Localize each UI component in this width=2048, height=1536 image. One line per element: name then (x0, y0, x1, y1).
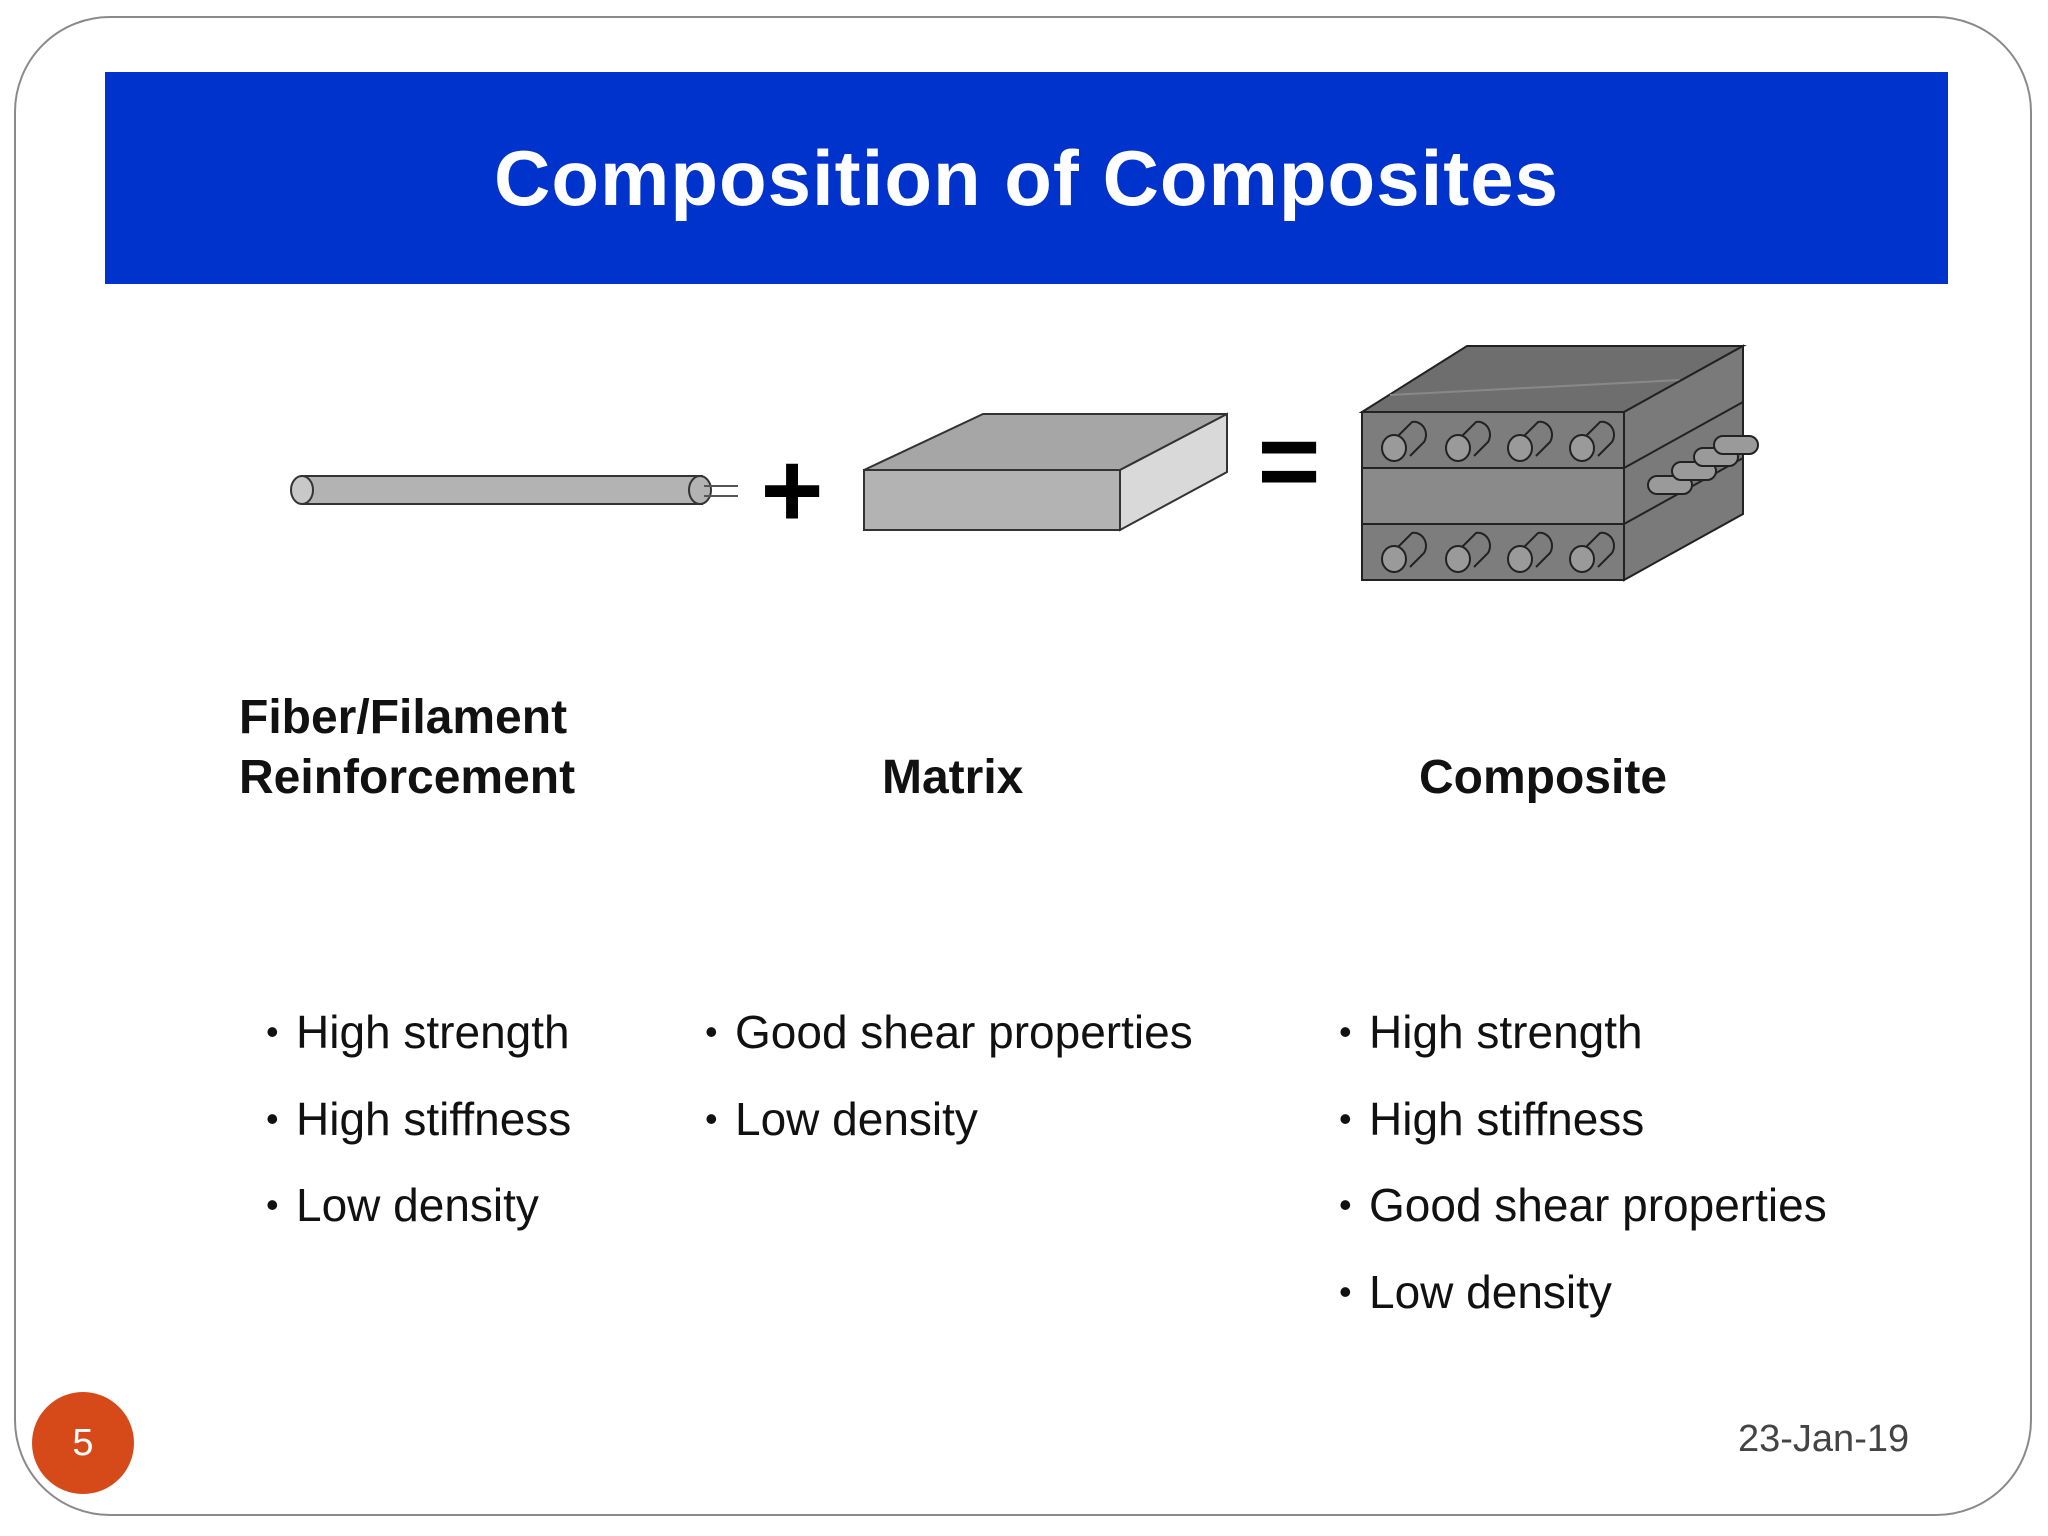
bullet-icon: • (1339, 1184, 1352, 1225)
fiber-heading: Fiber/Filament Reinforcement (239, 688, 575, 808)
list-item: • High strength (266, 989, 571, 1076)
list-item: • Low density (1339, 1249, 1827, 1336)
bullet-icon: • (266, 1184, 279, 1225)
bullet-icon: • (705, 1097, 718, 1139)
fiber-rod-icon (290, 475, 738, 505)
list-item-text: Good shear properties (1369, 1179, 1827, 1231)
bullet-icon: • (705, 1011, 718, 1052)
list-item-text: High stiffness (296, 1092, 572, 1145)
list-item-text: High strength (296, 1006, 570, 1058)
list-item-text: High strength (1369, 1006, 1643, 1058)
fiber-bullet-list: • High strength • High stiffness • Low dens… (266, 989, 571, 1249)
list-item: • Good shear properties (705, 989, 1193, 1076)
list-item: • Low density (266, 1162, 571, 1249)
equals-operator: = (1257, 400, 1320, 521)
bullet-icon: • (266, 1011, 279, 1052)
composite-block-icon (1358, 344, 1759, 582)
list-item-text: Low density (1369, 1265, 1612, 1318)
list-item: • Low density (705, 1076, 1193, 1163)
plus-operator: + (760, 429, 823, 550)
matrix-slab-icon (863, 412, 1228, 532)
fiber-heading-line2: Reinforcement (239, 751, 576, 804)
title-bar: Composition of Composites (105, 72, 1948, 284)
list-item-text: Good shear properties (735, 1006, 1193, 1058)
slide-number-badge: 5 (32, 1392, 134, 1494)
slide-title: Composition of Composites (494, 133, 1559, 222)
list-item-text: Low density (735, 1092, 978, 1145)
bullet-icon: • (1339, 1270, 1352, 1312)
fiber-heading-line1: Fiber/Filament (239, 691, 568, 744)
list-item: • High stiffness (1339, 1076, 1827, 1163)
list-item-text: Low density (296, 1179, 539, 1231)
list-item: • High strength (1339, 989, 1827, 1076)
list-item: • High stiffness (266, 1076, 571, 1163)
matrix-heading: Matrix (882, 751, 1024, 804)
composite-bullet-list: • High strength • High stiffness • Good she… (1339, 989, 1827, 1335)
slide-date: 23-Jan-19 (1738, 1418, 1910, 1460)
bullet-icon: • (1339, 1097, 1352, 1139)
composite-heading: Composite (1419, 751, 1668, 804)
bullet-icon: • (1339, 1011, 1352, 1052)
list-item-text: High stiffness (1369, 1092, 1645, 1145)
matrix-bullet-list: • Good shear properties • Low density (705, 989, 1193, 1162)
bullet-icon: • (266, 1097, 279, 1139)
list-item: • Good shear properties (1339, 1162, 1827, 1249)
